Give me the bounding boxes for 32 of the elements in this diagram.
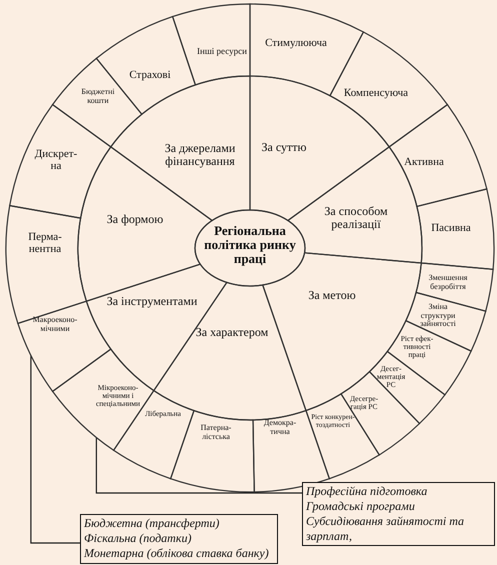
segment-label: Патерна- лістська bbox=[200, 424, 232, 442]
segment-label: Демокра- тична bbox=[262, 419, 298, 437]
note-line: Професійна підготовка bbox=[306, 484, 428, 499]
leader-line bbox=[30, 355, 80, 544]
center-title: Регіональна політика ринку праці bbox=[203, 224, 297, 266]
note-line: Субсидіювання зайнятості та зарплат, bbox=[306, 514, 466, 544]
segment-label: Макроеконо- мічними bbox=[32, 316, 78, 334]
segment-label: За суттю bbox=[262, 141, 306, 155]
segment-label: Стимулююча bbox=[265, 36, 327, 50]
segment-label: Перма- нентна bbox=[27, 230, 63, 256]
segment-label: Активна bbox=[404, 156, 444, 168]
note-box bbox=[80, 514, 278, 564]
segment-label: Компенсуюча bbox=[344, 86, 408, 100]
segment-label: Зміна структури зайнятості bbox=[419, 302, 457, 330]
segment-label: Бюджетні кошти bbox=[80, 88, 116, 106]
segment-label: За способом реалізації bbox=[323, 204, 389, 232]
segment-label: За формою bbox=[106, 213, 164, 227]
note-line: Монетарна (облікова ставка банку) bbox=[84, 546, 270, 561]
note-line: Бюджетна (трансферти) bbox=[84, 516, 220, 531]
segment-label: За характером bbox=[196, 326, 268, 340]
note-line: Громадські програми bbox=[306, 499, 416, 514]
segment-label: Пасивна bbox=[431, 222, 471, 234]
segment-label: За інструментами bbox=[106, 295, 198, 309]
segment-label: Дискрет- на bbox=[34, 148, 78, 172]
segment-label: За метою bbox=[308, 289, 356, 303]
note-line: Фіскальна (податки) bbox=[84, 531, 192, 546]
segment-label: Страхові bbox=[129, 68, 171, 82]
segment-label: Зменшення безробіття bbox=[428, 274, 468, 292]
segment-label: За джерелами фінансування bbox=[164, 142, 236, 168]
note-box bbox=[302, 482, 495, 546]
segment-label: Інші ресурси bbox=[197, 47, 247, 57]
leader-line bbox=[96, 438, 302, 494]
